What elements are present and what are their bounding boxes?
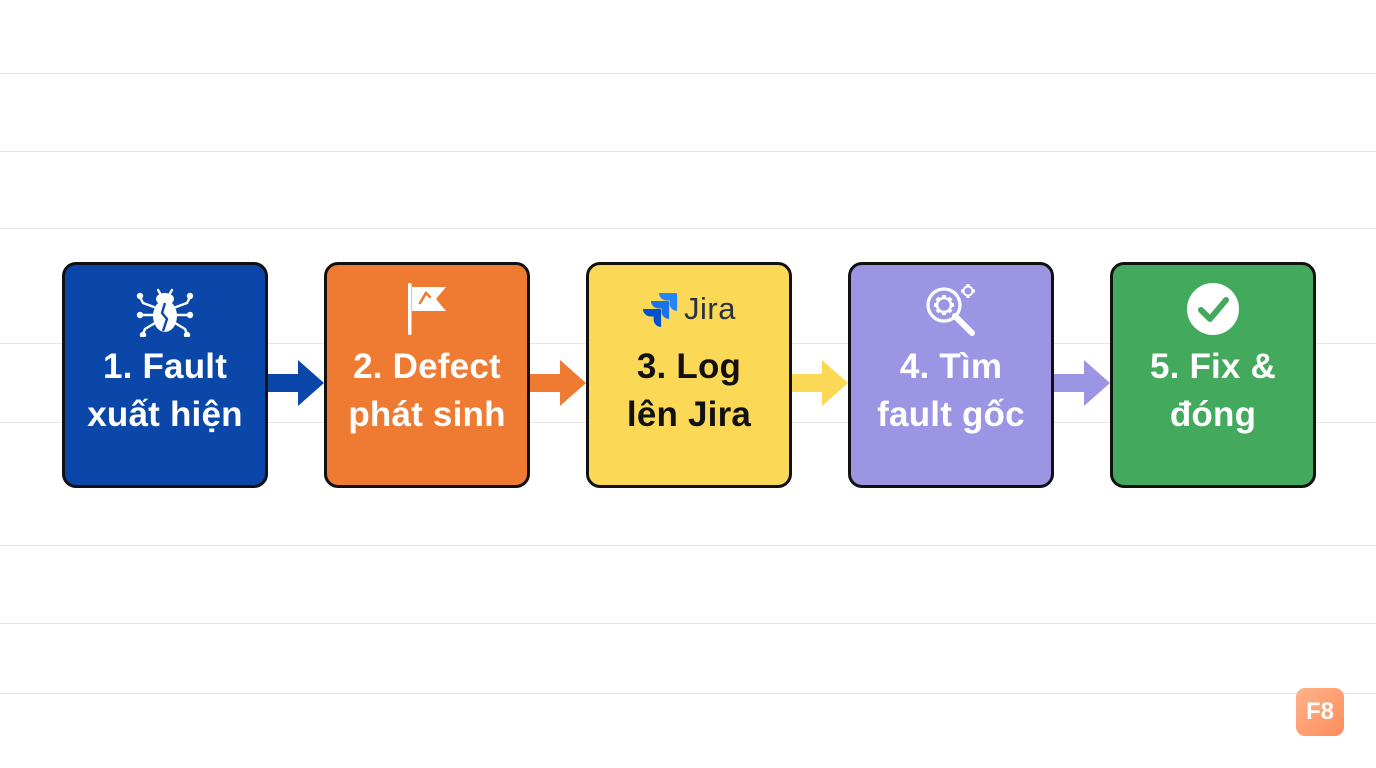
step-label-line: xuất hiện [87, 395, 243, 434]
background-line [0, 545, 1376, 546]
background-line [0, 73, 1376, 74]
step-label-line: fault gốc [877, 395, 1025, 434]
flag-icon [327, 279, 527, 339]
jira-logo-icon: Jira [589, 279, 789, 339]
step-label-line: lên Jira [626, 395, 752, 434]
f8-logo-badge: F8 [1296, 688, 1344, 736]
gear-magnifier-icon [851, 279, 1051, 339]
step-label: 4. Tìm fault gốc [851, 343, 1051, 439]
flow-arrow [268, 360, 324, 406]
background-line [0, 151, 1376, 152]
step-label: 1. Fault xuất hiện [65, 343, 265, 439]
step-label-line: 2. Defect [353, 347, 501, 386]
step-label: 2. Defect phát sinh [327, 343, 527, 439]
check-circle-icon [1113, 279, 1313, 339]
step-label-line: đóng [1169, 395, 1257, 434]
step-label-line: phát sinh [348, 395, 506, 434]
step-label-line: 5. Fix & [1149, 347, 1277, 386]
background-line [0, 228, 1376, 229]
step-label-line: 4. Tìm [899, 347, 1003, 386]
step-label: 5. Fix & đóng [1113, 343, 1313, 439]
step-label-line: 3. Log [636, 347, 742, 386]
flow-arrow [792, 360, 848, 406]
step-box-fault: 1. Fault xuất hiện [62, 262, 268, 488]
flow-arrow [530, 360, 586, 406]
background-line [0, 623, 1376, 624]
background-line [0, 693, 1376, 694]
step-box-defect: 2. Defect phát sinh [324, 262, 530, 488]
step-label: 3. Log lên Jira [589, 343, 789, 439]
flow-arrow [1054, 360, 1110, 406]
step-box-find-root: 4. Tìm fault gốc [848, 262, 1054, 488]
step-box-fix-close: 5. Fix & đóng [1110, 262, 1316, 488]
step-label-line: 1. Fault [102, 347, 228, 386]
jira-wordmark: Jira [684, 291, 736, 326]
step-box-log-jira: Jira 3. Log lên Jira [586, 262, 792, 488]
bug-icon [65, 279, 265, 339]
